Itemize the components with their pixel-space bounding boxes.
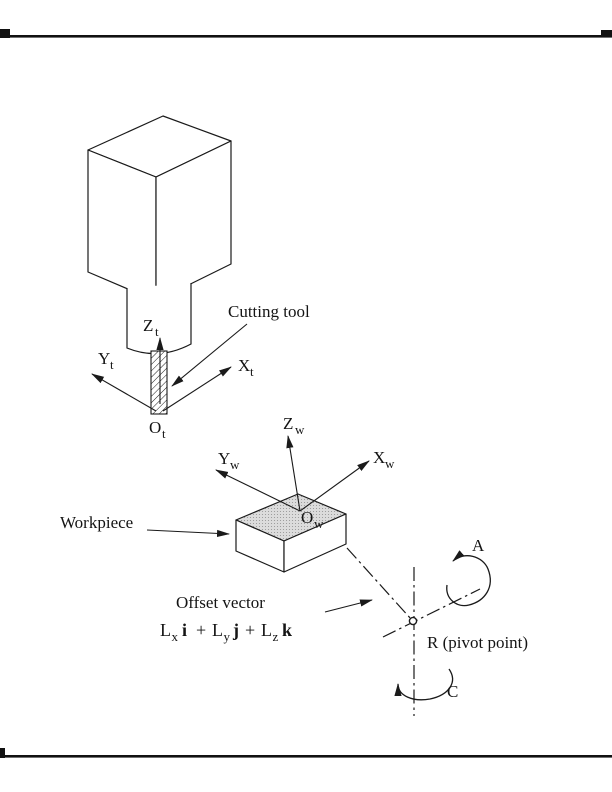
formula-sub-y: y bbox=[224, 629, 231, 644]
pivot-point-label: R (pivot point) bbox=[427, 633, 528, 652]
cutting-tool-label: Cutting tool bbox=[228, 302, 310, 321]
yw-axis-arrow bbox=[215, 469, 301, 512]
ot-label-sub: t bbox=[162, 426, 166, 441]
workpiece-leader-arrow bbox=[146, 529, 230, 538]
scan-top-left-blob bbox=[0, 29, 10, 38]
c-axis-label: C bbox=[447, 682, 458, 701]
formula-sub-z: z bbox=[273, 629, 279, 644]
spindle-right-face bbox=[155, 140, 232, 302]
pivot-point-marker bbox=[408, 616, 418, 626]
ot-label: O bbox=[149, 418, 161, 437]
formula-vec-j: j bbox=[232, 620, 239, 640]
tool-shaft bbox=[150, 350, 168, 415]
workpiece-block bbox=[235, 493, 347, 573]
scan-top-right-blob bbox=[601, 30, 612, 37]
formula-l3: L bbox=[261, 620, 272, 640]
tool-holder bbox=[126, 283, 192, 355]
c-rotation-arrow bbox=[394, 668, 454, 701]
formula-sub-x: x bbox=[172, 629, 179, 644]
tool-frame-axes bbox=[91, 337, 232, 412]
yw-label: Y bbox=[218, 449, 230, 468]
scan-bottom-line bbox=[0, 755, 612, 758]
zw-label-sub: w bbox=[295, 422, 305, 437]
ow-label-sub: w bbox=[314, 516, 324, 531]
xt-axis-arrow bbox=[162, 366, 232, 412]
spindle-front-face bbox=[87, 149, 157, 302]
xw-axis-arrow bbox=[299, 460, 370, 512]
offset-vector-leader-arrow bbox=[324, 599, 373, 613]
pivot-axes bbox=[346, 547, 481, 716]
zw-label: Z bbox=[283, 414, 293, 433]
a-axis-line bbox=[382, 588, 481, 638]
formula-l1: L bbox=[160, 620, 171, 640]
work-frame-labels: Z w Y w X w O w bbox=[218, 414, 395, 531]
formula-l2: L bbox=[212, 620, 223, 640]
offset-vector-label: Offset vector bbox=[176, 593, 265, 612]
spindle-housing bbox=[87, 115, 232, 302]
xt-label: X bbox=[238, 356, 250, 375]
workpiece-label: Workpiece bbox=[60, 513, 133, 532]
offset-vector-formula: L x i + L y j + L z k bbox=[160, 620, 292, 644]
workpiece-right-face bbox=[283, 513, 347, 573]
scan-bottom-left-blob bbox=[0, 748, 5, 758]
xt-label-sub: t bbox=[250, 364, 254, 379]
scan-artifacts bbox=[0, 29, 612, 758]
offset-vector-line bbox=[346, 547, 412, 620]
formula-vec-k: k bbox=[282, 620, 292, 640]
a-axis-label: A bbox=[472, 536, 485, 555]
formula-plus-2: + bbox=[245, 620, 255, 640]
formula-plus-1: + bbox=[196, 620, 206, 640]
tool-frame-labels: Z t Y t X t O t bbox=[98, 316, 254, 441]
yt-axis-arrow bbox=[91, 373, 157, 412]
xw-label: X bbox=[373, 448, 385, 467]
cutting-tool-leader-arrow bbox=[171, 323, 248, 387]
zt-label-sub: t bbox=[155, 324, 159, 339]
ow-label: O bbox=[301, 508, 313, 527]
yw-label-sub: w bbox=[230, 457, 240, 472]
work-frame-axes bbox=[215, 435, 370, 512]
zw-axis-arrow bbox=[286, 435, 301, 512]
yt-label-sub: t bbox=[110, 357, 114, 372]
yt-label: Y bbox=[98, 349, 110, 368]
a-rotation-arrow bbox=[446, 550, 491, 607]
zt-label: Z bbox=[143, 316, 153, 335]
formula-vec-i: i bbox=[182, 620, 187, 640]
scan-top-line bbox=[0, 35, 612, 38]
xw-label-sub: w bbox=[385, 456, 395, 471]
